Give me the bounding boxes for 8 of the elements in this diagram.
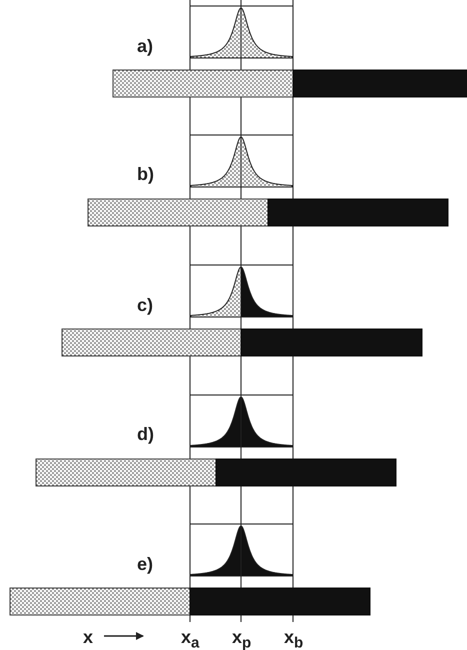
panel-label: e): [137, 554, 154, 574]
panel-label: c): [137, 295, 154, 315]
panel-label: a): [137, 36, 154, 56]
position-label: x$_{a}$: [181, 627, 200, 650]
panel-label: d): [137, 424, 154, 444]
axis-label: x: [83, 627, 94, 647]
position-label: x$_{b}$: [284, 627, 304, 650]
panel-label: b): [137, 164, 154, 184]
